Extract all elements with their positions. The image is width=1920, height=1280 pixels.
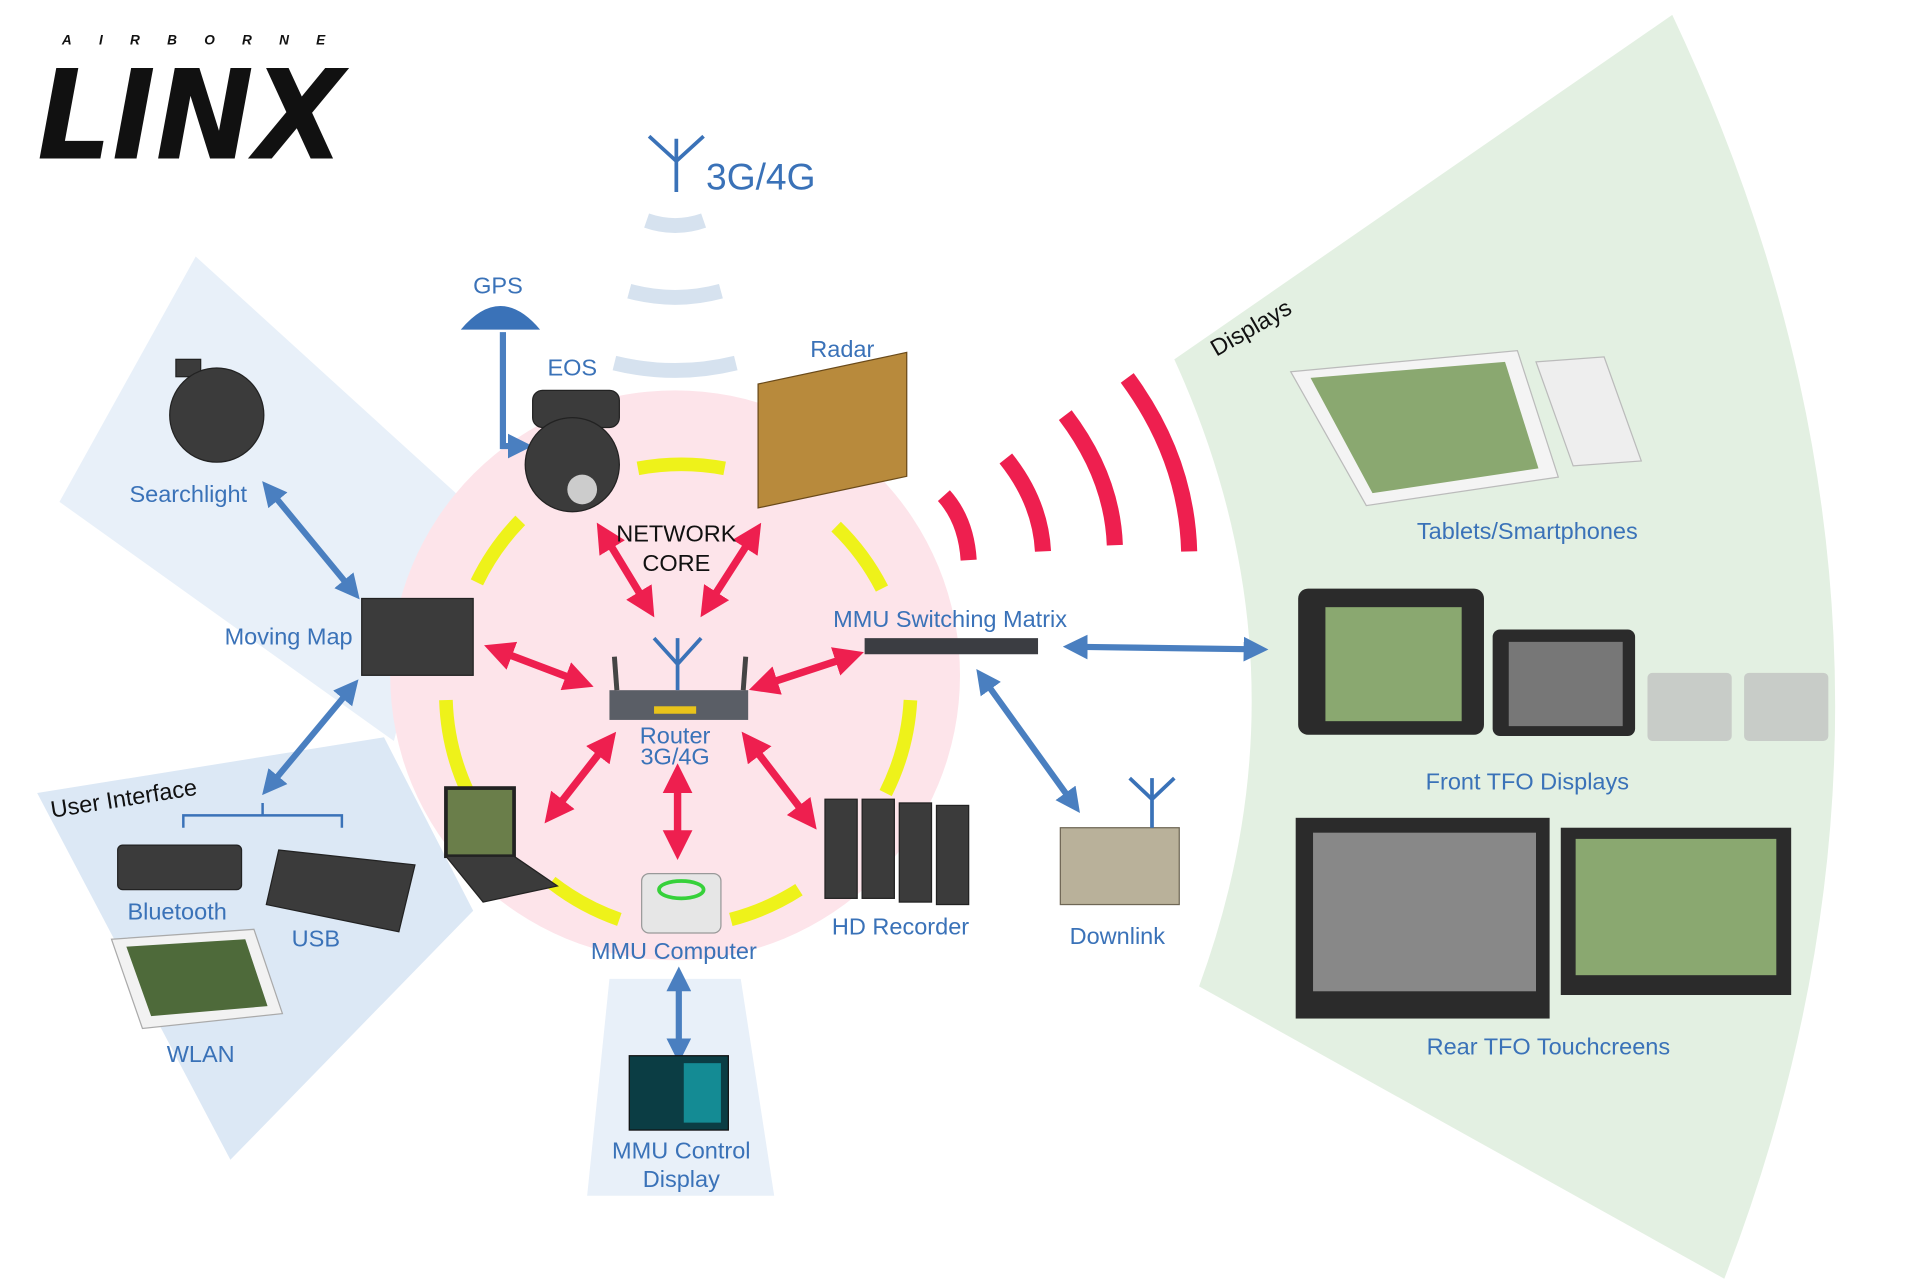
smartphone-display-device <box>1535 356 1643 467</box>
switching-matrix-device <box>864 638 1039 655</box>
gps-link <box>499 332 533 459</box>
router-label-line2: 3G/4G <box>640 744 709 770</box>
keyboard-bluetooth-device <box>117 844 243 891</box>
rear-tfo-touchscreens <box>1295 817 1792 1019</box>
radar-label: Radar <box>810 336 874 362</box>
searchlight-label: Searchlight <box>129 481 247 507</box>
searchlight-zone <box>59 256 456 741</box>
control-display-label-line1: MMU Control <box>612 1138 750 1164</box>
logo-text: LINX <box>37 45 349 189</box>
ui-bracket <box>182 802 344 828</box>
downlink-label: Downlink <box>1070 923 1166 949</box>
bluetooth-label: Bluetooth <box>127 898 226 924</box>
cellular-label: 3G/4G <box>706 156 815 198</box>
hd-recorder-label: HD Recorder <box>832 913 969 939</box>
antenna-3g-icon <box>647 134 705 193</box>
mmu-computer-device <box>641 872 722 934</box>
downlink-device <box>1059 776 1180 906</box>
radar-device <box>757 351 908 509</box>
mmu-computer-label: MMU Computer <box>591 938 757 964</box>
usb-label: USB <box>292 926 340 952</box>
tablet-display-device <box>1289 350 1560 507</box>
rear-tfo-label: Rear TFO Touchcreens <box>1427 1033 1671 1059</box>
wireless-signal-icon <box>937 373 1198 561</box>
gps-icon <box>460 306 541 330</box>
core-links <box>484 522 864 860</box>
eos-camera-device <box>524 389 620 513</box>
core-ring <box>439 457 918 927</box>
front-tfo-displays <box>1298 588 1829 741</box>
network-core-zone <box>390 390 960 961</box>
router-label-line1: Router <box>640 722 711 748</box>
wlan-label: WLAN <box>167 1041 235 1067</box>
laptop-device <box>444 786 559 903</box>
switching-matrix-label: MMU Switching Matrix <box>833 606 1067 632</box>
core-label-line2: CORE <box>642 550 710 576</box>
moving-map-device <box>361 597 474 676</box>
searchlight-device <box>169 358 265 463</box>
external-links <box>262 481 1269 1064</box>
control-display-label-line2: Display <box>643 1166 720 1192</box>
tablet-wlan-device <box>110 928 284 1030</box>
gps-label: GPS <box>473 273 523 299</box>
cellular-signal-icon <box>612 213 738 378</box>
logo-small-text: AIRBORNE <box>61 33 353 48</box>
tablets-label: Tablets/Smartphones <box>1417 518 1638 544</box>
mmu-control-display-device <box>628 1055 729 1131</box>
eos-label: EOS <box>547 354 597 380</box>
front-tfo-label: Front TFO Displays <box>1426 768 1629 794</box>
moving-map-label: Moving Map <box>225 623 353 649</box>
router-device <box>609 636 749 720</box>
hd-recorder-device <box>824 798 970 906</box>
keyboard-usb-device <box>265 849 416 933</box>
core-label-line1: NETWORK <box>616 520 736 546</box>
